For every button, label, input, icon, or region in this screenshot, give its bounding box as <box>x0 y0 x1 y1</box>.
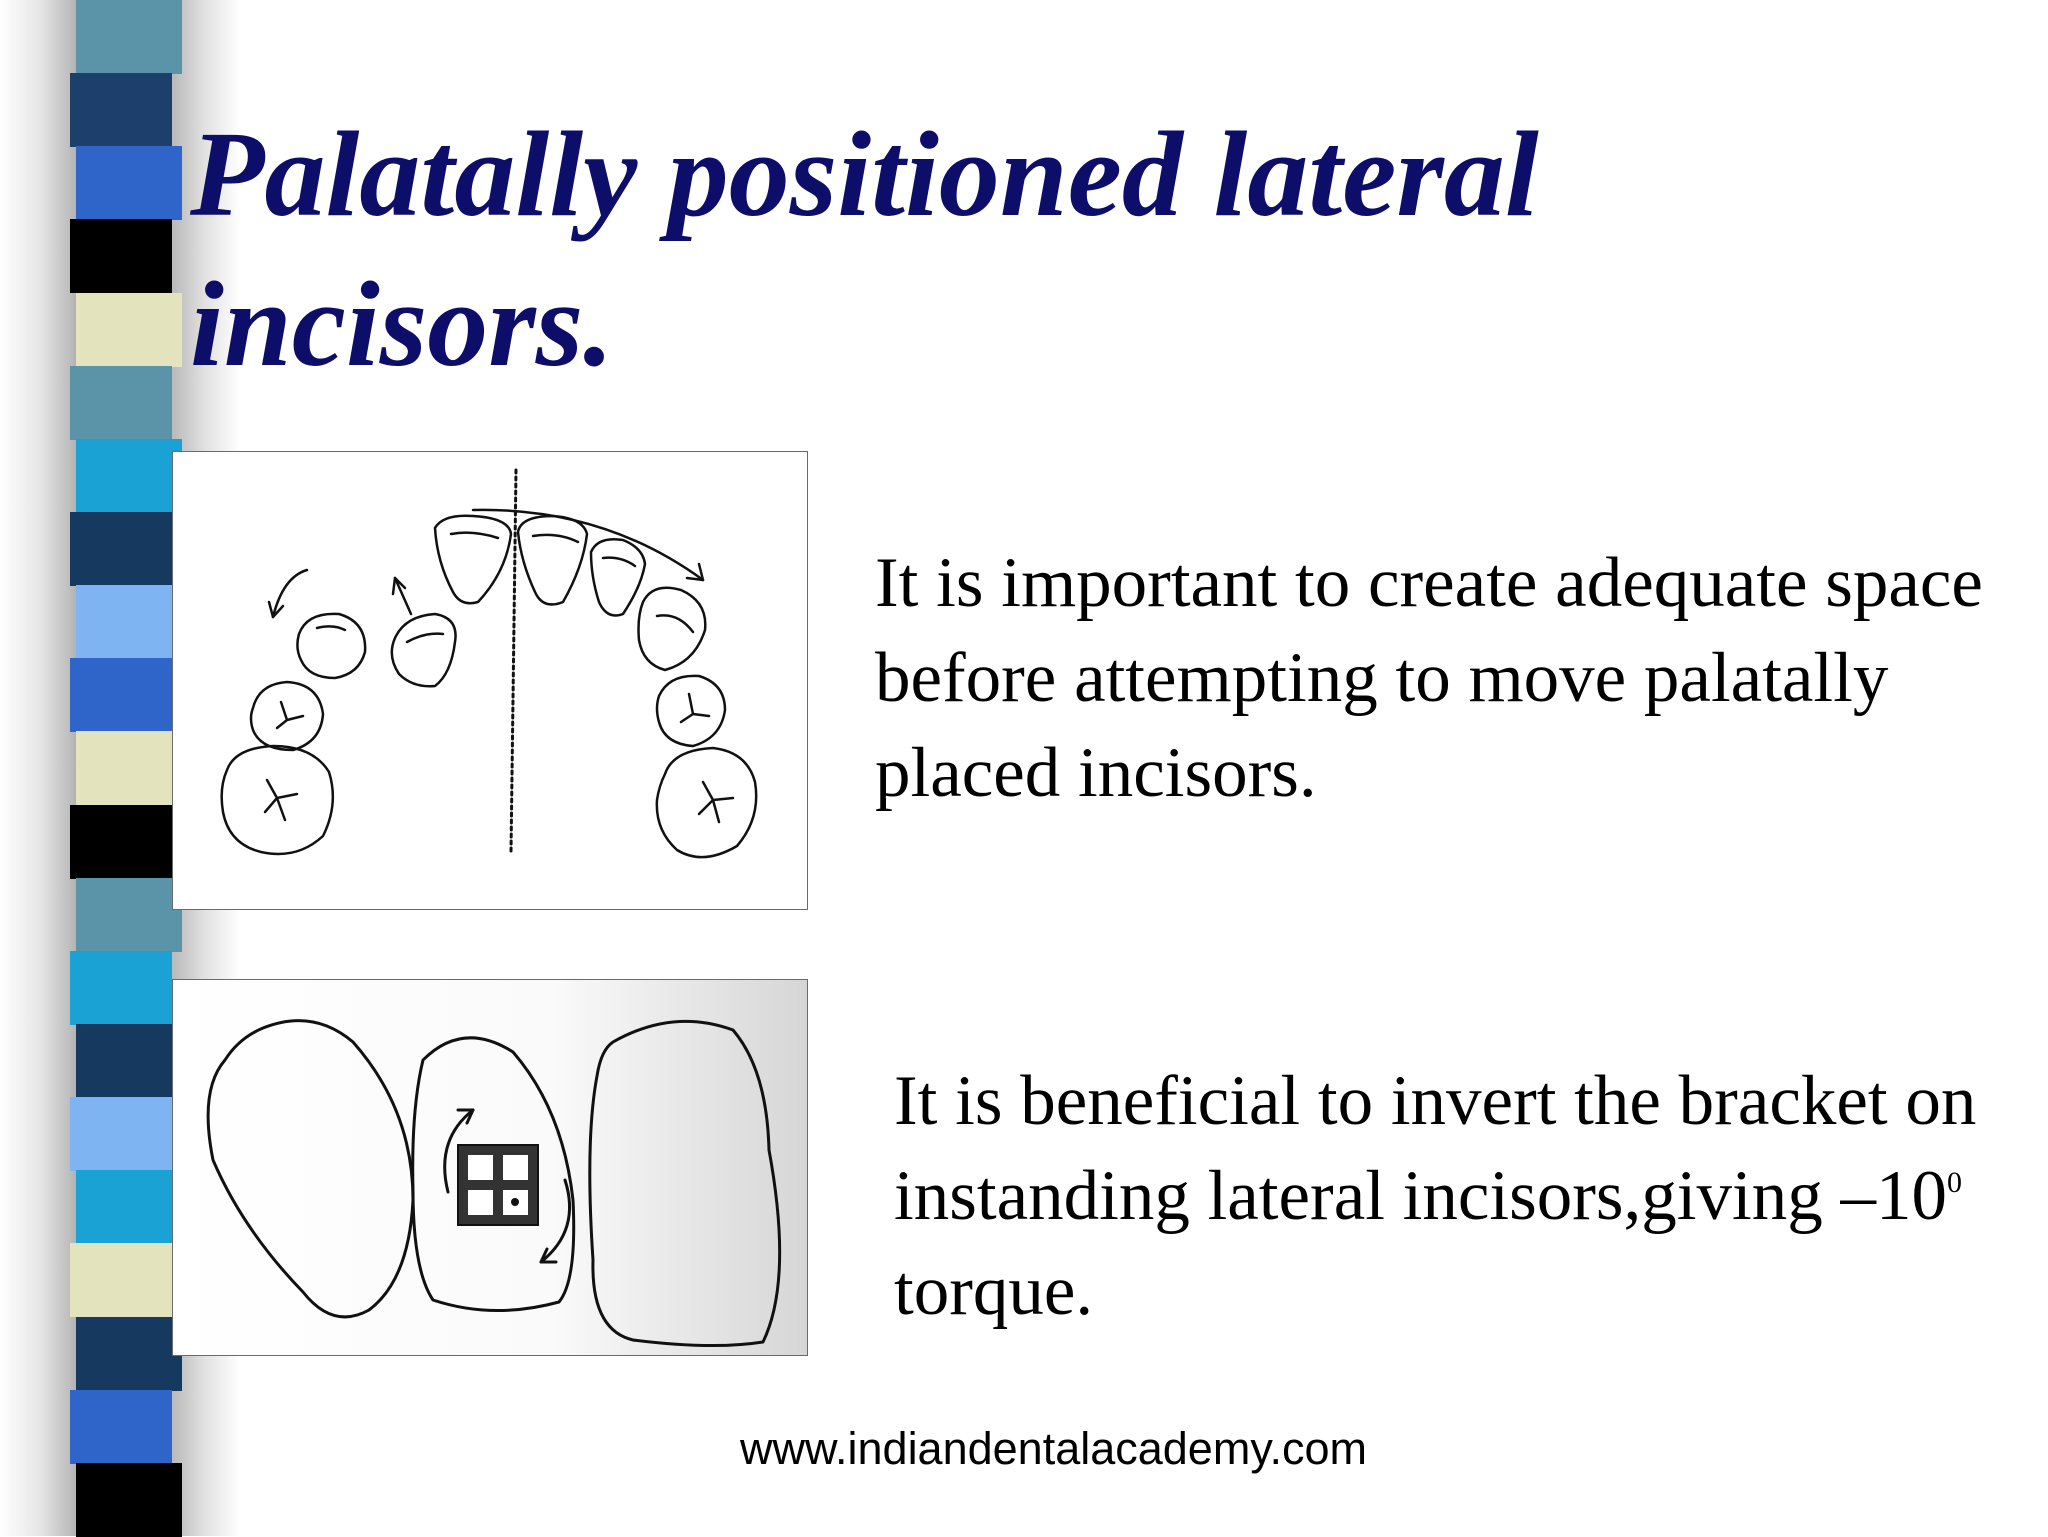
decor-stripe <box>70 658 172 732</box>
inverted-bracket-drawing <box>206 1019 782 1348</box>
paragraph-invert-bracket-text: It is beneficial to invert the bracket o… <box>894 1062 1977 1235</box>
decor-stripe <box>76 1463 182 1537</box>
decor-stripe <box>70 366 172 440</box>
decor-stripe <box>76 731 182 805</box>
decor-stripe <box>70 1390 172 1464</box>
decor-stripe <box>70 805 172 879</box>
decor-stripe <box>76 1024 182 1098</box>
decor-stripe <box>76 439 182 513</box>
decor-stripe <box>76 585 182 659</box>
degree-superscript: 0 <box>1947 1166 1963 1199</box>
decor-stripe <box>76 293 182 367</box>
decor-stripe <box>76 146 182 220</box>
dental-arch-illustration <box>172 451 808 910</box>
decor-stripe <box>76 1317 182 1391</box>
decor-stripe <box>70 219 172 293</box>
dental-arch-drawing <box>220 468 758 859</box>
paragraph-invert-bracket-text-end: torque. <box>894 1252 1094 1330</box>
decor-stripe <box>70 1097 172 1171</box>
slide-title: Palatally positioned lateral incisors. <box>190 107 1539 392</box>
decor-stripe <box>70 951 172 1025</box>
footer-url[interactable]: www.indiandentalacademy.com <box>740 1423 1367 1474</box>
paragraph-create-space: It is important to create adequate space… <box>875 544 1983 812</box>
decor-stripe <box>76 1170 182 1244</box>
decor-stripe <box>70 1243 172 1317</box>
decor-stripe <box>70 512 172 586</box>
decor-stripe <box>76 0 182 74</box>
paragraph-invert-bracket: It is beneficial to invert the bracket o… <box>894 1054 1994 1339</box>
bracket-torque-illustration <box>172 979 808 1356</box>
decor-stripe <box>70 73 172 147</box>
decor-stripe <box>76 878 182 952</box>
